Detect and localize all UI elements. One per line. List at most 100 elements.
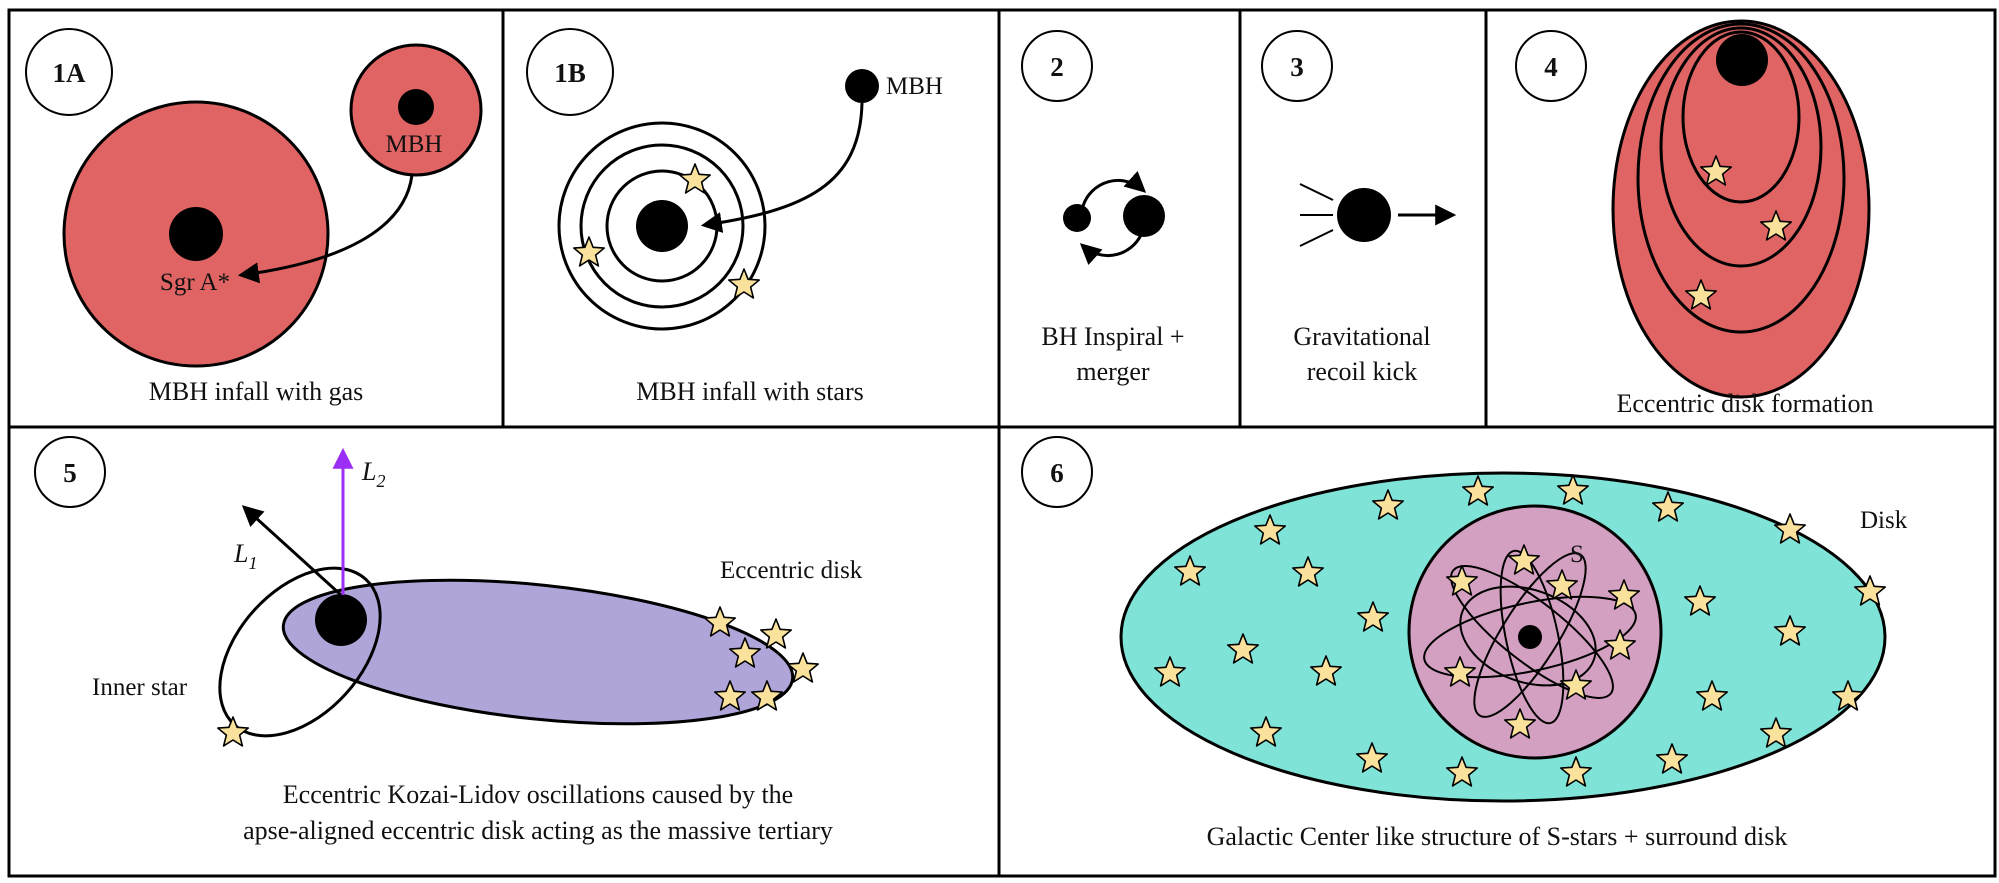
s-star-orbits [1423, 549, 1637, 725]
star-icon [572, 236, 606, 267]
s-star-icon [1607, 579, 1641, 610]
panel-number-badge: 5 [34, 436, 106, 508]
orbit-arrow-icon [1079, 229, 1145, 266]
panel-number: 1A [53, 58, 87, 88]
l2-label-main: L [361, 457, 376, 486]
star-icon [1684, 279, 1718, 310]
star-shape [1153, 656, 1187, 687]
panel-caption: MBH infall with stars [636, 377, 864, 406]
s-star-icon [1445, 565, 1479, 596]
star-shape [572, 236, 606, 267]
recoil-lines-icon [1299, 183, 1334, 247]
star-icon [1655, 743, 1689, 774]
star-icon [1695, 680, 1729, 711]
panel-frames [7, 8, 1997, 878]
mbh-label: MBH [886, 73, 943, 100]
star-shape [1759, 210, 1793, 241]
sgr-a-label: Sgr A* [160, 269, 230, 296]
star-icon [1249, 716, 1283, 747]
star-shape [1226, 633, 1260, 664]
star-icon [1773, 513, 1807, 544]
inner-star-label: Inner star [92, 674, 188, 701]
star-shape [1249, 716, 1283, 747]
l2-label: L2 [361, 457, 385, 491]
panel-number: 4 [1544, 52, 1558, 82]
eccentric-disk [281, 578, 795, 726]
star-shape [1356, 601, 1390, 632]
star-shape [728, 637, 762, 668]
panel-5: 5 L1 L2 Eccentric disk Inner star Eccent… [34, 436, 863, 845]
panel-6: 6 S Disk [1021, 436, 1908, 851]
star-icon [1853, 575, 1887, 606]
star-icon [1831, 680, 1865, 711]
star-shape [1253, 514, 1287, 545]
eccentric-orbit [1636, 22, 1846, 334]
star-icon [1759, 210, 1793, 241]
star-shape [1853, 575, 1887, 606]
star-shape [1445, 756, 1479, 787]
mbh-black-hole-icon [398, 89, 434, 125]
star-icon [786, 652, 820, 683]
star-shape [786, 652, 820, 683]
star-icon [1153, 656, 1187, 687]
star-shape [1173, 555, 1207, 586]
panel-number: 2 [1050, 52, 1064, 82]
star-shape [1655, 743, 1689, 774]
sgr-a-black-hole-icon [636, 200, 688, 252]
star-icon [1651, 491, 1685, 522]
black-hole-icon [315, 594, 367, 646]
panel-number-badge: 6 [1021, 436, 1093, 508]
sgr-a-black-hole-icon [1518, 625, 1542, 649]
l1-label-main: L [233, 539, 248, 568]
star-icon [1699, 155, 1733, 186]
star-icon [1461, 475, 1495, 506]
star-icon [1773, 615, 1807, 646]
l2-label-sub: 2 [376, 471, 385, 491]
star-shape [713, 680, 747, 711]
star-shape [1507, 544, 1541, 575]
l1-vector-arrow-icon [241, 505, 343, 597]
figure-border [7, 8, 1997, 878]
eccentric-orbit [1681, 30, 1801, 204]
star-shape [1831, 680, 1865, 711]
star-icon [1355, 742, 1389, 773]
star-icon [1683, 585, 1717, 616]
eccentric-orbit [1659, 26, 1823, 268]
panel-4: 4 Eccentric disk formation [1515, 19, 1874, 418]
star-shape [1773, 615, 1807, 646]
sgr-a-black-hole-icon [169, 207, 223, 261]
eccentric-disk-outer [1611, 19, 1871, 399]
eccentric-disk-label: Eccentric disk [720, 557, 863, 584]
panel-1b: 1B MBH MBH infall with stars [526, 28, 943, 406]
star-shape [678, 163, 712, 194]
star-icon [678, 163, 712, 194]
star-shape [1559, 756, 1593, 787]
panel-caption-line2: recoil kick [1307, 357, 1417, 386]
star-icon [1173, 555, 1207, 586]
star-icon [1556, 474, 1590, 505]
panel-3: 3 Gravitational recoil kick [1261, 30, 1457, 386]
star-shape [703, 606, 737, 637]
panel-caption-line1: BH Inspiral + [1041, 322, 1184, 351]
l1-label: L1 [233, 539, 257, 573]
s-star-icon [1507, 544, 1541, 575]
black-hole-icon [1716, 34, 1768, 86]
disk-label: Disk [1860, 507, 1908, 534]
s-star-icon [1559, 669, 1593, 700]
panel-caption-line2: apse-aligned eccentric disk acting as th… [243, 816, 833, 845]
inner-star-icon [216, 716, 250, 747]
orbit-arrow-icon [1081, 170, 1147, 207]
star-icon [727, 268, 761, 299]
panel-caption-line1: Gravitational [1293, 322, 1430, 351]
star-shape [1461, 475, 1495, 506]
infall-arrow-icon [237, 174, 414, 284]
star-icon [1226, 633, 1260, 664]
panel-caption-line1: Eccentric Kozai-Lidov oscillations cause… [283, 780, 793, 809]
panel-number-badge: 1B [526, 28, 614, 116]
star-icon [1356, 601, 1390, 632]
star-icon [1759, 717, 1793, 748]
s-star-icon [1603, 629, 1637, 660]
star-shape [759, 618, 793, 649]
small-black-hole-icon [1063, 204, 1091, 232]
star-shape [216, 716, 250, 747]
